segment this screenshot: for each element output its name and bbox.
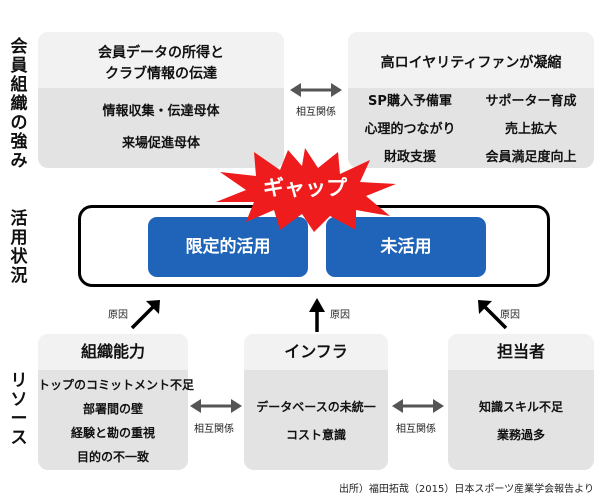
side-label-usage: 活用状況: [10, 209, 28, 286]
card-org-capability-item: トップのコミットメント不足: [38, 378, 195, 392]
card-infrastructure-item: データベースの未統一: [256, 400, 376, 414]
gap-burst-icon: [216, 148, 396, 232]
side-label-resources: リソース: [10, 371, 28, 448]
double-arrow-icon: [190, 399, 242, 413]
card-member-data: 会員データの所得と クラブ情報の伝達 情報収集・伝達母体 来場促進母体: [38, 32, 284, 168]
card-org-capability-item: 目的の不一致: [76, 450, 149, 464]
card-loyal-fans-item: サポーター育成: [485, 94, 577, 109]
card-member-data-item: 情報収集・伝達母体: [102, 104, 220, 119]
up-arrow-right-icon: [478, 300, 508, 330]
card-member-data-item: 来場促進母体: [121, 136, 200, 151]
card-loyal-fans: 高ロイヤリティファンが凝縮 SP購入予備軍 サポーター育成 心理的つながり 売上…: [348, 32, 594, 168]
card-loyal-fans-header: 高ロイヤリティファンが凝縮: [348, 32, 594, 88]
card-org-capability-item: 部署間の壁: [82, 402, 143, 416]
card-member-data-title-2: クラブ情報の伝達: [105, 66, 217, 82]
card-staff-header: 担当者: [448, 334, 594, 370]
card-loyal-fans-item: SP購入予備軍: [368, 94, 452, 109]
cause-label-left: 原因: [108, 310, 128, 321]
card-loyal-fans-item: 売上拡大: [504, 122, 557, 137]
card-member-data-header: 会員データの所得と クラブ情報の伝達: [38, 32, 284, 88]
up-arrow-center-icon: [309, 298, 325, 332]
card-loyal-fans-item: 会員満足度向上: [485, 150, 577, 165]
double-arrow-icon: [290, 83, 342, 97]
card-staff-item: 業務過多: [496, 428, 545, 442]
card-loyal-fans-item: 財政支援: [383, 150, 436, 165]
card-org-capability-item: 経験と勘の重視: [70, 426, 155, 440]
card-org-capability-header: 組織能力: [38, 334, 188, 370]
relation-label-bottom-right: 相互関係: [396, 424, 436, 435]
card-infrastructure-header: インフラ: [244, 334, 388, 370]
card-org-capability: 組織能力 トップのコミットメント不足 部署間の壁 経験と勘の重視 目的の不一致: [38, 334, 195, 470]
card-loyal-fans-title: 高ロイヤリティファンが凝縮: [380, 55, 562, 71]
side-label-member-org: 会員組織の強み: [10, 37, 28, 171]
gap-label: ギャップ: [263, 176, 347, 200]
card-staff-item: 知識スキル不足: [478, 400, 563, 414]
card-infrastructure-item: コスト意識: [285, 428, 346, 442]
card-member-data-title-1: 会員データの所得と: [98, 45, 224, 61]
double-arrow-icon: [392, 399, 444, 413]
cause-label-right: 原因: [500, 310, 520, 321]
relation-label-bottom-left: 相互関係: [194, 424, 234, 435]
relation-label-top: 相互関係: [296, 107, 336, 118]
source-note: 出所）福田拓哉（2015）日本スポーツ産業学会報告より: [338, 484, 594, 495]
card-infrastructure: インフラ データベースの未統一 コスト意識: [244, 334, 388, 470]
up-arrow-left-icon: [130, 300, 160, 330]
cause-label-center: 原因: [330, 310, 350, 321]
card-staff: 担当者 知識スキル不足 業務過多: [448, 334, 594, 470]
card-loyal-fans-item: 心理的つながり: [364, 122, 456, 137]
